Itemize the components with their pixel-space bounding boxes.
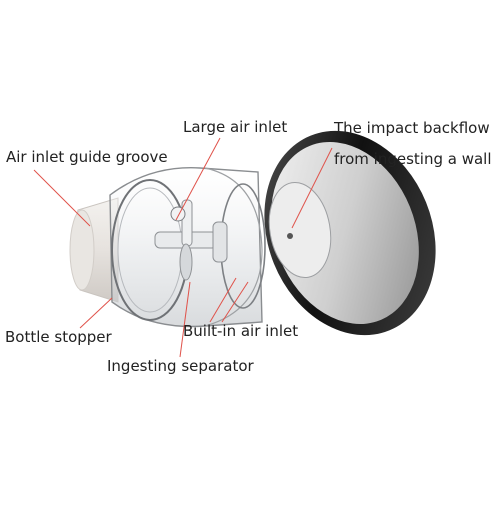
leader-built-in-a [209, 277, 237, 323]
label-built-in-air-inlet: Built-in air inlet [183, 322, 299, 340]
leader-bottle-stopper [79, 297, 113, 329]
outlet-ring [264, 130, 436, 336]
leader-large-air-inlet [175, 137, 221, 221]
label-air-inlet-guide-groove: Air inlet guide groove [6, 148, 168, 166]
leader-impact-backflow [291, 147, 333, 229]
internal-tubes [154, 199, 228, 281]
leader-air-inlet-guide [33, 169, 91, 227]
leader-lines [33, 137, 333, 358]
label-large-air-inlet: Large air inlet [183, 118, 288, 136]
label-bottle-stopper: Bottle stopper [5, 328, 112, 346]
bottle-stopper-shape [69, 197, 119, 303]
label-ingesting-separator: Ingesting separator [107, 357, 254, 375]
leader-built-in-b [221, 281, 249, 323]
leader-ingesting-separator [179, 281, 191, 358]
label-impact-backflow-line1: The impact backflow [334, 119, 490, 137]
label-impact-backflow-line2: from ingesting a wall [334, 150, 492, 168]
